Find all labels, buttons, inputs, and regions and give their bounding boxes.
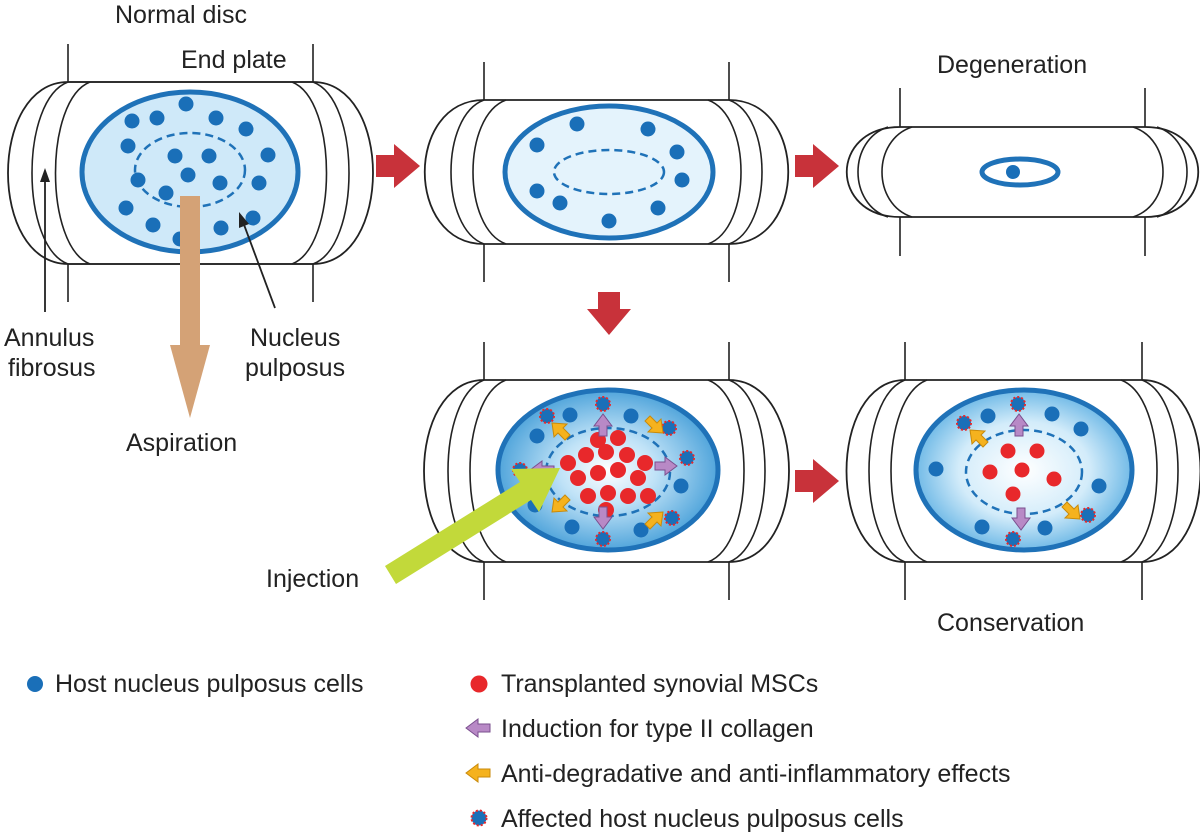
host-cells <box>928 406 1107 536</box>
step-arrow-1 <box>376 144 420 188</box>
legend-item-affected-cells: Affected host nucleus pulposus cells <box>470 805 904 833</box>
host-cells <box>529 116 690 229</box>
host-cell <box>1006 165 1020 179</box>
normal-disc-label: Normal disc <box>115 1 247 29</box>
legend-label: Anti-degradative and anti-inflammatory e… <box>501 760 1011 788</box>
injection-label: Injection <box>266 565 359 593</box>
anti-degradative-arrows <box>551 415 664 530</box>
legend-item-anti-degradative: Anti-degradative and anti-inflammatory e… <box>465 760 1011 788</box>
legend-item-mscs: Transplanted synovial MSCs <box>470 670 818 698</box>
blue-dot-icon <box>27 676 43 692</box>
nucleus-label-line1: Nucleus <box>250 324 340 352</box>
purple-arrow-icon <box>465 718 491 738</box>
step-arrow-2 <box>795 144 839 188</box>
degenerated-disc <box>845 88 1200 256</box>
degeneration-label: Degeneration <box>937 51 1087 79</box>
legend-label: Transplanted synovial MSCs <box>501 670 818 698</box>
annulus-label-line1: Annulus <box>4 324 94 352</box>
nucleus-label-line2: pulposus <box>245 354 345 382</box>
annulus-pointer <box>40 168 50 312</box>
conservation-label: Conservation <box>937 609 1084 637</box>
legend: Host nucleus pulposus cells Transplanted… <box>27 670 1011 833</box>
anti-degradative-arrows <box>969 429 1081 520</box>
aspirated-disc <box>423 62 790 282</box>
step-arrow-3 <box>795 459 839 503</box>
transplanted-mscs <box>982 443 1062 502</box>
nucleus-pointer <box>239 212 276 309</box>
aspiration-label: Aspiration <box>126 429 237 457</box>
legend-label: Affected host nucleus pulposus cells <box>501 805 904 833</box>
normal-disc <box>7 44 374 302</box>
aspiration-arrow <box>170 196 210 418</box>
red-dot-icon <box>470 675 488 693</box>
affected-cell-icon <box>470 809 488 827</box>
collagen-induction-arrows <box>1009 413 1031 531</box>
conserved-disc <box>845 342 1200 600</box>
legend-label: Host nucleus pulposus cells <box>55 670 364 698</box>
annulus-label-line2: fibrosus <box>8 354 96 382</box>
legend-label: Induction for type II collagen <box>501 715 814 743</box>
legend-item-host-cells: Host nucleus pulposus cells <box>27 670 364 698</box>
injected-disc <box>423 342 790 600</box>
legend-item-collagen: Induction for type II collagen <box>465 715 814 743</box>
injection-arrow <box>385 468 560 584</box>
step-arrow-down <box>587 292 631 335</box>
affected-host-cells <box>956 396 1096 547</box>
end-plate-label: End plate <box>181 46 287 74</box>
orange-arrow-icon <box>465 763 491 783</box>
